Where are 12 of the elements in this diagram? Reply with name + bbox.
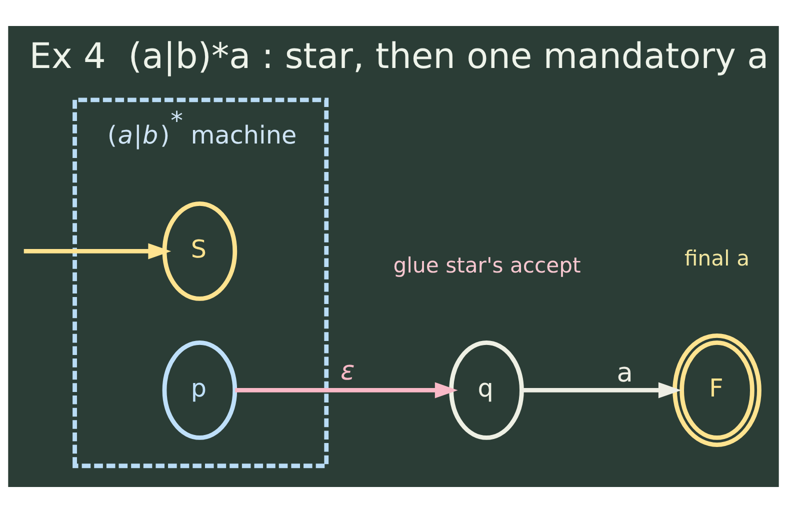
- node-ellipse: F: [672, 332, 762, 446]
- arrow: [235, 382, 458, 398]
- arrow: [522, 382, 682, 398]
- label: final a: [684, 244, 750, 270]
- edge-label: a: [616, 358, 633, 388]
- node-ellipse: p: [162, 340, 238, 440]
- node-ellipse: S: [162, 201, 238, 300]
- arrow: [24, 242, 172, 259]
- edge-label: ε: [340, 356, 355, 386]
- diagram-title: Ex 4 (a|b)*a : star, then one mandatory a: [29, 36, 769, 77]
- label: glue star's accept: [393, 252, 581, 278]
- node-ellipse: q: [449, 340, 524, 440]
